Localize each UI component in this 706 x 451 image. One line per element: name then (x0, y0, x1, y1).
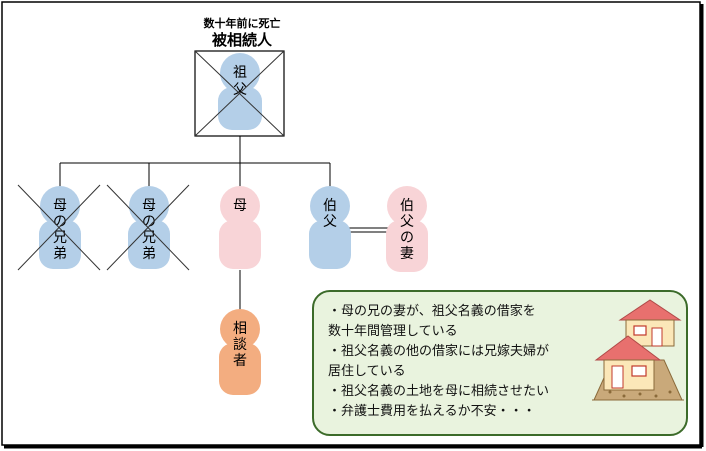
uncle-2-label-2: の (142, 214, 156, 230)
small-house-icon (618, 299, 682, 347)
person-grandfather: 祖 父 (218, 53, 262, 130)
uncle-2-label-3: 兄 (142, 230, 156, 246)
houses-icon (592, 299, 684, 401)
decedent-box (194, 50, 285, 137)
uncle-1-label-4: 弟 (53, 246, 67, 262)
note-line-1: ・母の兄の妻が、祖父名義の借家を (328, 304, 536, 319)
uncle-wife-label-1: 伯 (400, 198, 414, 214)
person-client: 相 談 者 (219, 309, 261, 395)
grandfather-label-1: 祖 (233, 65, 247, 81)
person-elder-uncle: 伯 父 (309, 186, 351, 269)
situation-notes-box: ・母の兄の妻が、祖父名義の借家を 数十年間管理している ・祖父名義の他の借家には… (312, 290, 688, 436)
uncle-1-label-3: 兄 (53, 230, 67, 246)
client-label-3: 者 (233, 353, 247, 369)
uncle-2-label-1: 母 (142, 198, 156, 214)
note-line-4: 居住している (328, 364, 406, 379)
elder-uncle-label-1: 伯 (323, 198, 337, 214)
uncle-2-label-4: 弟 (142, 246, 156, 262)
client-label-2: 談 (233, 337, 247, 353)
person-uncle-wife: 伯 父 の 妻 (386, 186, 428, 272)
client-label-1: 相 (233, 321, 247, 337)
person-uncle-2: 母 の 兄 弟 (106, 184, 190, 271)
person-uncle-1: 母 の 兄 弟 (17, 184, 101, 271)
person-mother: 母 (219, 186, 261, 269)
uncle-1-label-2: の (53, 214, 67, 230)
uncle-wife-label-4: 妻 (400, 246, 414, 262)
tree-lines (59, 136, 390, 313)
deceased-note: 数十年前に死亡 (204, 16, 281, 30)
note-line-6: ・弁護士費用を払えるか不安・・・ (328, 404, 536, 419)
elder-uncle-label-2: 父 (323, 214, 337, 230)
uncle-wife-label-3: の (400, 230, 414, 246)
note-line-3: ・祖父名義の他の借家には兄嫁夫婦が (328, 344, 550, 359)
grandfather-label-2: 父 (233, 82, 247, 98)
decedent-title: 被相続人 (212, 31, 273, 49)
note-line-2: 数十年間管理している (328, 324, 458, 339)
note-line-5: ・祖父名義の土地を母に相続させたい (328, 384, 550, 399)
mother-label: 母 (233, 198, 247, 214)
uncle-wife-label-2: 父 (400, 214, 414, 230)
big-house-icon (594, 335, 662, 391)
situation-notes: ・母の兄の妻が、祖父名義の借家を 数十年間管理している ・祖父名義の他の借家には… (328, 302, 549, 422)
uncle-1-label-1: 母 (53, 198, 67, 214)
decedent-cross (194, 50, 285, 137)
